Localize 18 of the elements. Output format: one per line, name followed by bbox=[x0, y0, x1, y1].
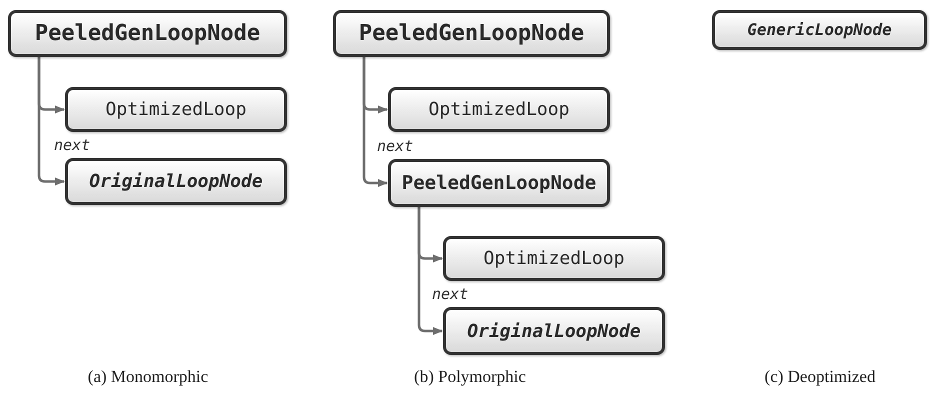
class-box: GenericLoopNode bbox=[712, 10, 927, 50]
arrow bbox=[38, 57, 65, 186]
subfigure-caption: (b) Polymorphic bbox=[413, 366, 527, 388]
class-box: PeeledGenLoopNode bbox=[8, 10, 287, 57]
edge-label: next bbox=[432, 287, 468, 302]
subfigure-caption: (a) Monomorphic bbox=[86, 366, 210, 388]
class-box: PeeledGenLoopNode bbox=[388, 159, 610, 207]
class-box: OptimizedLoop bbox=[65, 87, 287, 132]
arrow bbox=[418, 207, 443, 335]
edge-label: next bbox=[377, 139, 414, 154]
arrow bbox=[362, 57, 388, 187]
edge-label: next bbox=[54, 138, 90, 153]
class-box: OriginalLoopNode bbox=[65, 158, 287, 205]
class-box: PeeledGenLoopNode bbox=[333, 10, 610, 57]
class-box: OptimizedLoop bbox=[443, 236, 665, 281]
subfigure-caption: (c) Deoptimized bbox=[764, 366, 876, 388]
class-box: OriginalLoopNode bbox=[443, 307, 665, 355]
class-box: OptimizedLoop bbox=[388, 87, 610, 132]
